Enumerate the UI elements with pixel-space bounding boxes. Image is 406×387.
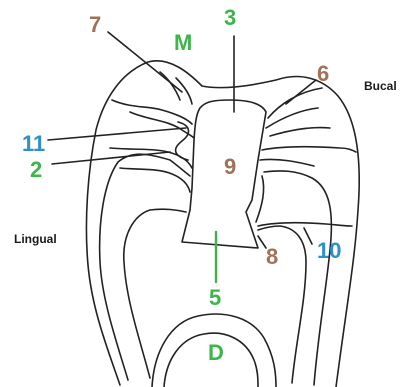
leader-8 bbox=[258, 236, 266, 248]
lingual-label: Lingual bbox=[14, 232, 57, 246]
inner-mid-left-contour bbox=[124, 209, 186, 378]
label-6: 6 bbox=[317, 61, 329, 86]
ridge-left-upper bbox=[112, 100, 192, 124]
label-2: 2 bbox=[30, 157, 42, 182]
ridge-left-lower bbox=[120, 168, 190, 192]
leader-2 bbox=[52, 152, 170, 164]
leader-10 bbox=[304, 228, 312, 244]
mesial-label: M bbox=[174, 30, 192, 55]
buccal-label: Bucal bbox=[364, 79, 397, 93]
label-10: 10 bbox=[317, 238, 341, 263]
leader-11 bbox=[48, 128, 186, 140]
label-8: 8 bbox=[266, 244, 278, 269]
label-9: 9 bbox=[224, 154, 236, 179]
distal-label: D bbox=[208, 340, 224, 365]
ridge-right-mid bbox=[262, 147, 356, 152]
inner-right-contour bbox=[264, 171, 331, 385]
leader-6 bbox=[286, 80, 316, 104]
label-3: 3 bbox=[224, 5, 236, 30]
inner-left-contour bbox=[100, 154, 190, 380]
ridge-distal-fold bbox=[256, 176, 264, 222]
ridge-right-upper-2 bbox=[266, 108, 330, 136]
label-7: 7 bbox=[89, 12, 101, 37]
ridge-distobuccal bbox=[258, 223, 352, 226]
label-5: 5 bbox=[209, 285, 221, 310]
label-11: 11 bbox=[22, 131, 45, 156]
ridge-right-lower bbox=[260, 159, 314, 166]
